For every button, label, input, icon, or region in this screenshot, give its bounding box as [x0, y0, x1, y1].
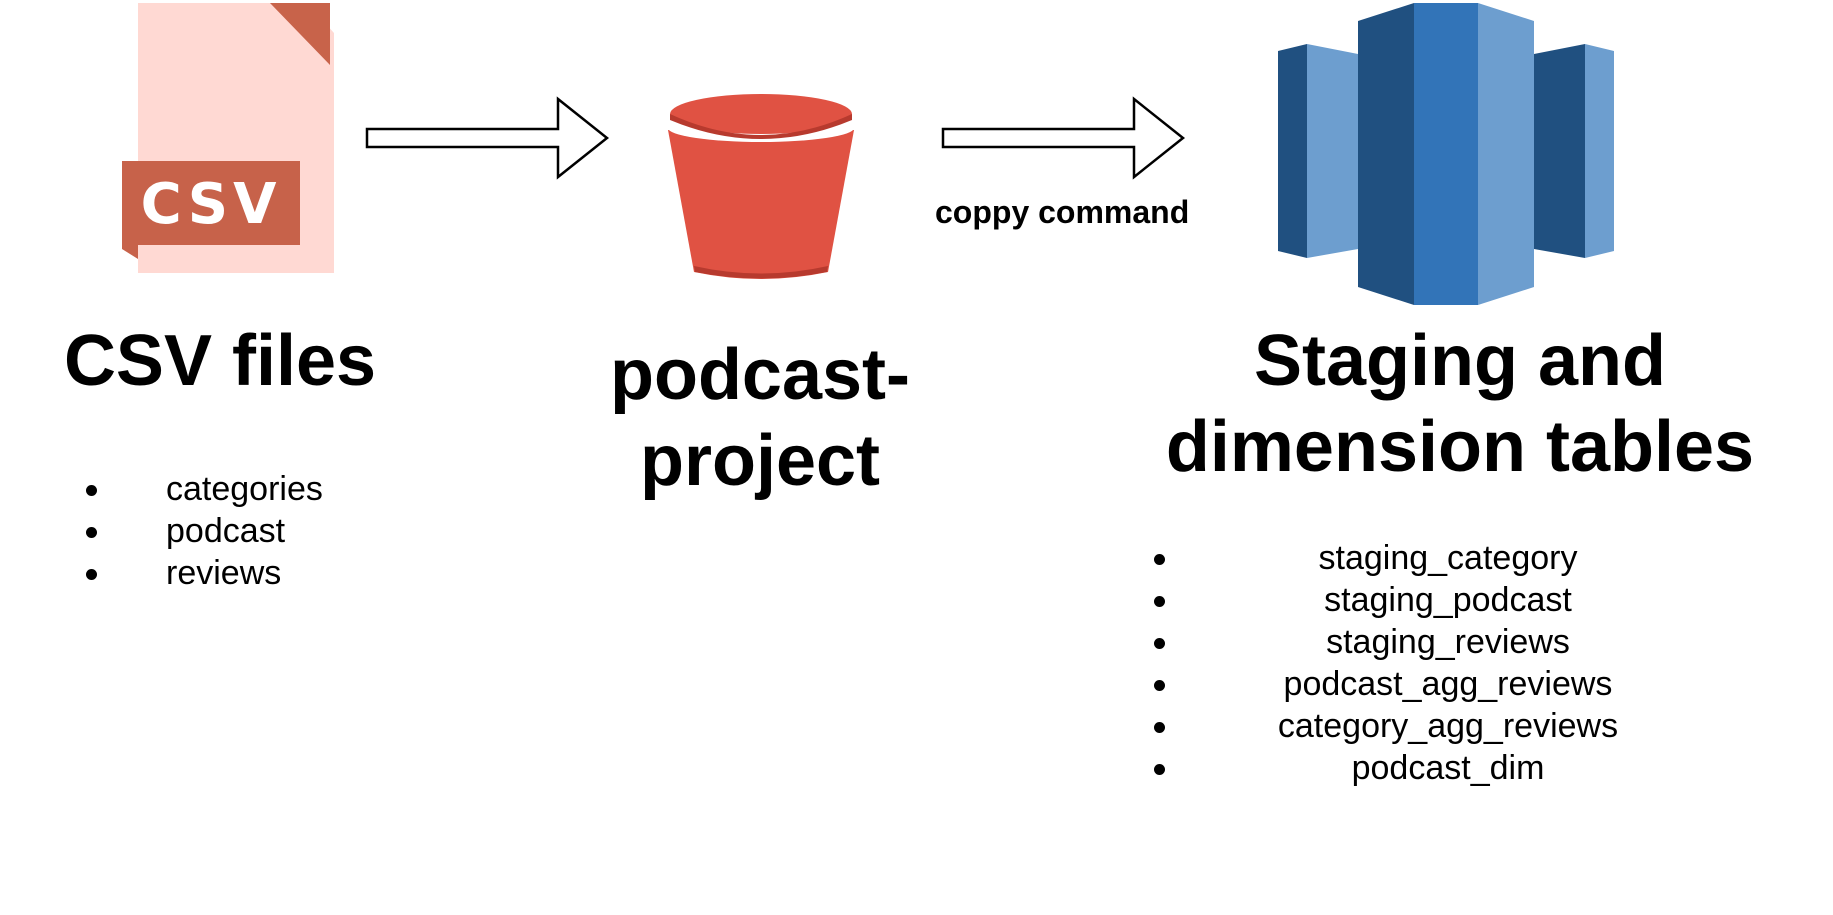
node-title-bucket: podcast- project	[580, 332, 940, 504]
list-item: staging_reviews	[1154, 621, 1738, 663]
csv-files-list: categories podcast reviews	[86, 468, 323, 594]
arrow-bucket-to-warehouse	[940, 96, 1188, 180]
edge-label: coppy command	[935, 194, 1190, 230]
csv-file-icon: CSV	[122, 3, 334, 275]
node-title-text: CSV files	[63, 321, 377, 401]
redshift-icon	[1278, 3, 1614, 305]
list-item: category_agg_reviews	[1154, 705, 1738, 747]
node-title-line: project	[639, 421, 881, 501]
node-title-line: dimension tables	[1165, 407, 1755, 487]
list-item: podcast_dim	[1154, 747, 1738, 789]
tables-list: staging_category staging_podcast staging…	[1154, 537, 1738, 789]
list-item: reviews	[86, 552, 323, 594]
node-title-line: Staging and	[1254, 321, 1666, 401]
list-item: staging_podcast	[1154, 579, 1738, 621]
node-title-line: podcast-	[609, 335, 911, 415]
csv-icon-label: CSV	[141, 172, 282, 237]
arrow-csv-to-bucket	[364, 96, 612, 180]
list-item: categories	[86, 468, 323, 510]
node-title-warehouse: Staging and dimension tables	[1130, 318, 1790, 490]
list-item: staging_category	[1154, 537, 1738, 579]
node-title-csv-files: CSV files	[40, 318, 400, 404]
s3-bucket-icon	[664, 86, 858, 282]
list-item: podcast_agg_reviews	[1154, 663, 1738, 705]
list-item: podcast	[86, 510, 323, 552]
